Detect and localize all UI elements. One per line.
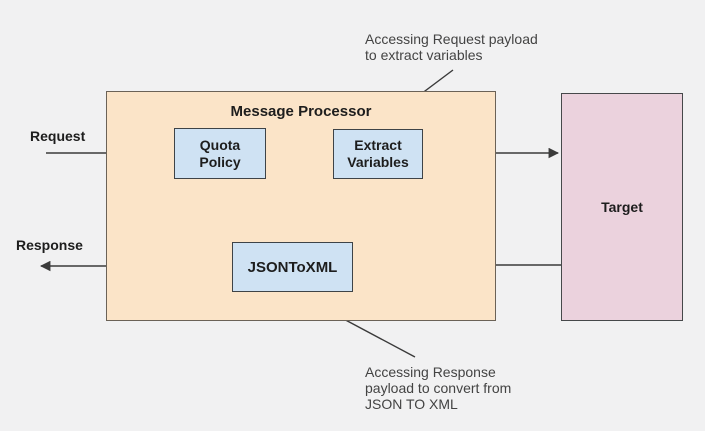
target-label: Target (601, 198, 643, 215)
quota-policy-node: Quota Policy (174, 128, 266, 179)
extract-variables-label: Extract Variables (347, 137, 409, 170)
jsontoxml-node: JSONToXML (232, 242, 353, 292)
jsontoxml-label: JSONToXML (247, 258, 338, 276)
request-label: Request (30, 128, 86, 144)
message-processor-title: Message Processor (230, 103, 372, 120)
extract-variables-node: Extract Variables (333, 129, 423, 179)
response-annotation: Accessing Response payload to convert fr… (365, 364, 512, 412)
request-annotation: Accessing Request payload to extract var… (365, 31, 538, 63)
target-node: Target (561, 93, 683, 321)
response-label: Response (16, 237, 83, 253)
quota-policy-label: Quota Policy (199, 136, 241, 170)
